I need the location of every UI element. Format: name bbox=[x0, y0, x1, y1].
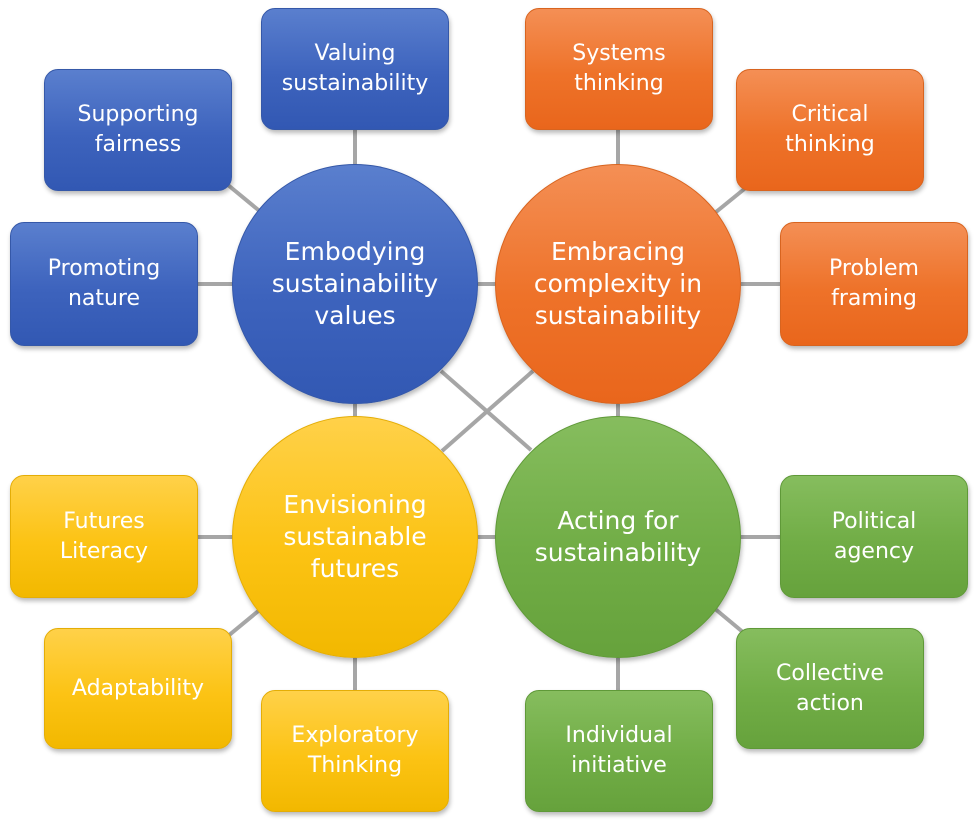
box-critical-thinking: Critical thinking bbox=[736, 69, 924, 191]
connector-cross-complexity-futures bbox=[440, 369, 535, 453]
box-promoting-nature: Promoting nature bbox=[10, 222, 198, 346]
connector-values-fairness bbox=[226, 183, 264, 215]
box-valuing-sustainability: Valuing sustainability bbox=[261, 8, 449, 130]
box-futures-literacy: Futures Literacy bbox=[10, 475, 198, 598]
box-problem-framing: Problem framing bbox=[780, 222, 968, 346]
hub-acting-for-sustainability: Acting for sustainability bbox=[495, 416, 741, 658]
box-supporting-fairness: Supporting fairness bbox=[44, 69, 232, 191]
connector-acting-collective bbox=[712, 606, 746, 635]
hub-embracing-complexity: Embracing complexity in sustainability bbox=[495, 164, 741, 404]
hub-envisioning-futures: Envisioning sustainable futures bbox=[232, 416, 478, 658]
connector-futures-adaptability bbox=[226, 606, 264, 638]
connector-complexity-critical bbox=[714, 184, 750, 214]
box-exploratory-thinking: Exploratory Thinking bbox=[261, 690, 449, 812]
hub-embodying-values: Embodying sustainability values bbox=[232, 164, 478, 404]
box-collective-action: Collective action bbox=[736, 628, 924, 749]
box-political-agency: Political agency bbox=[780, 475, 968, 598]
box-adaptability: Adaptability bbox=[44, 628, 232, 749]
box-systems-thinking: Systems thinking bbox=[525, 8, 713, 130]
box-individual-initiative: Individual initiative bbox=[525, 690, 713, 812]
